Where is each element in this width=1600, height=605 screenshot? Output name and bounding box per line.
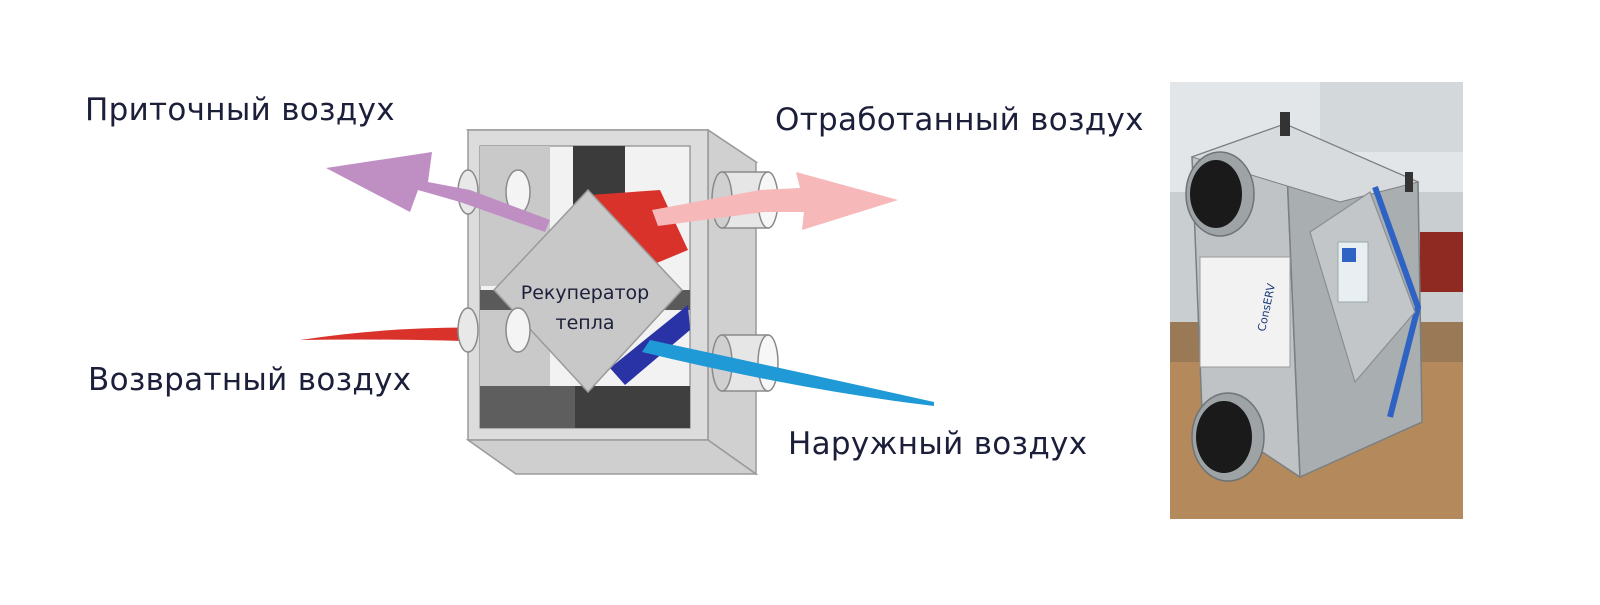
exhaust-air-arrow xyxy=(652,172,898,230)
heat-exchanger-label-line2: тепла xyxy=(555,312,615,334)
outdoor-air-stream xyxy=(642,340,934,406)
outdoor-air-label: Наружный воздух xyxy=(788,426,1088,462)
exhaust-air-label: Отработанный воздух xyxy=(775,102,1144,138)
erv-unit-photo: ConsERV xyxy=(1170,82,1463,519)
supply-air-arrow xyxy=(326,152,550,232)
port-left-bottom xyxy=(457,307,531,353)
return-air-label: Возвратный воздух xyxy=(88,362,412,398)
erv-unit-illustration: ConsERV xyxy=(1170,82,1463,519)
heat-exchanger-label: Рекуператор тепла xyxy=(505,278,665,338)
heat-exchanger-core xyxy=(492,188,684,394)
heat-exchanger-label-line1: Рекуператор xyxy=(520,282,650,304)
supply-air-label: Приточный воздух xyxy=(85,92,395,128)
